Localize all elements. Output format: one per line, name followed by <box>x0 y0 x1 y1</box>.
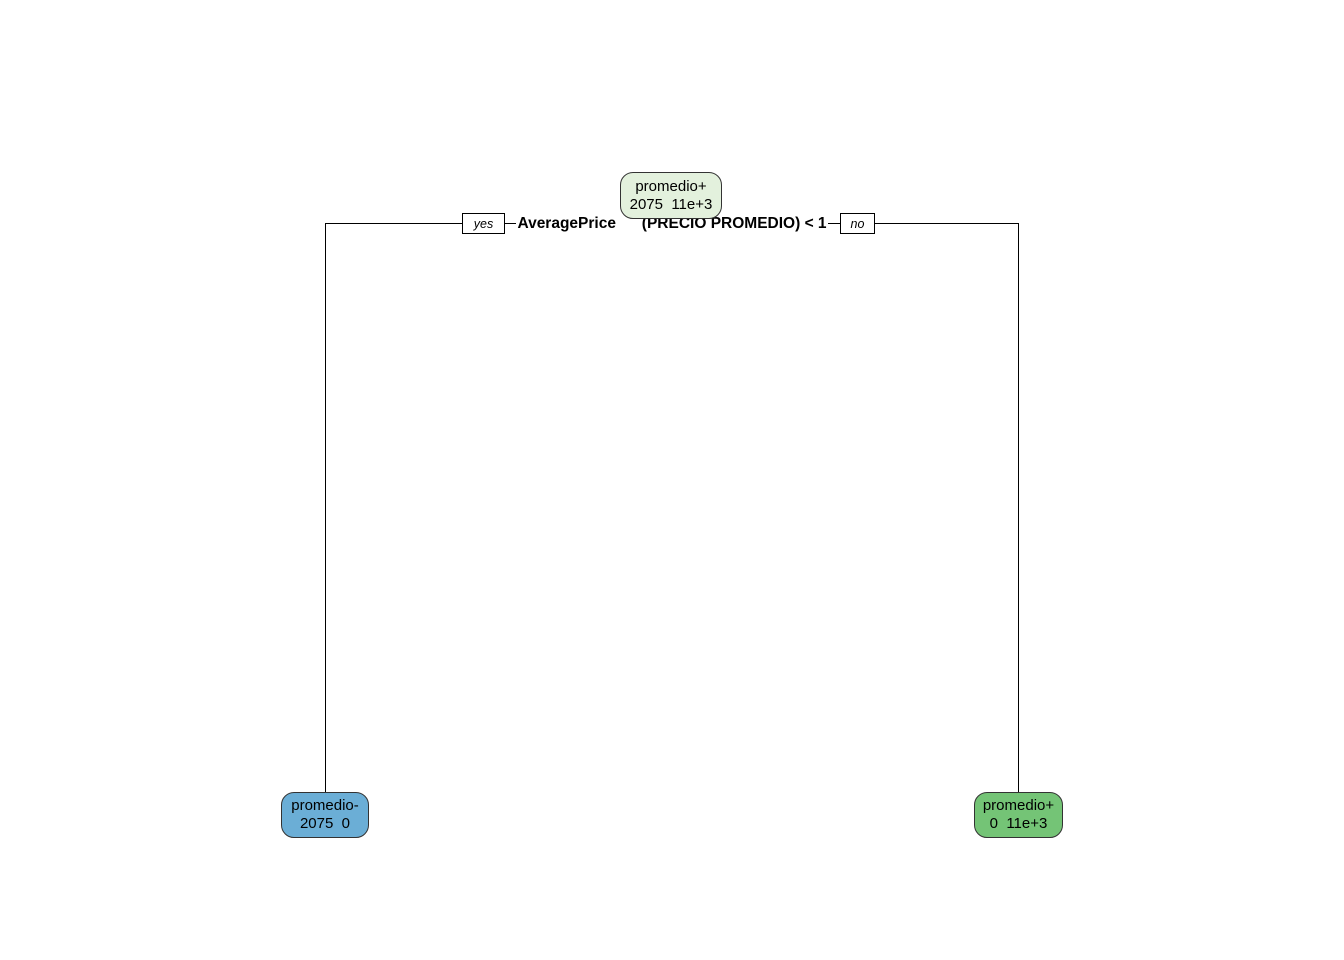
split-condition-label: AveragePrice (PRECIO PROMEDIO) < 1 <box>516 215 828 233</box>
yes-branch-badge: yes <box>462 213 505 234</box>
leaf-node-right: promedio+ 0 11e+3 <box>974 792 1063 838</box>
leaf-right-class-label: promedio+ <box>982 797 1055 814</box>
branch-line-left-vertical <box>325 223 326 792</box>
root-node-values: 2075 11e+3 <box>629 195 713 213</box>
root-node-class-label: promedio+ <box>635 177 707 195</box>
root-node: promedio+ 2075 11e+3 <box>620 172 722 219</box>
leaf-right-values: 0 11e+3 <box>989 815 1048 832</box>
leaf-node-left: promedio- 2075 0 <box>281 792 369 838</box>
no-branch-badge: no <box>840 213 875 234</box>
split-label-row: AveragePrice (PRECIO PROMEDIO) < 1 <box>0 215 1344 233</box>
leaf-left-values: 2075 0 <box>299 815 351 832</box>
branch-line-right-vertical <box>1018 223 1019 792</box>
leaf-left-class-label: promedio- <box>291 797 359 814</box>
